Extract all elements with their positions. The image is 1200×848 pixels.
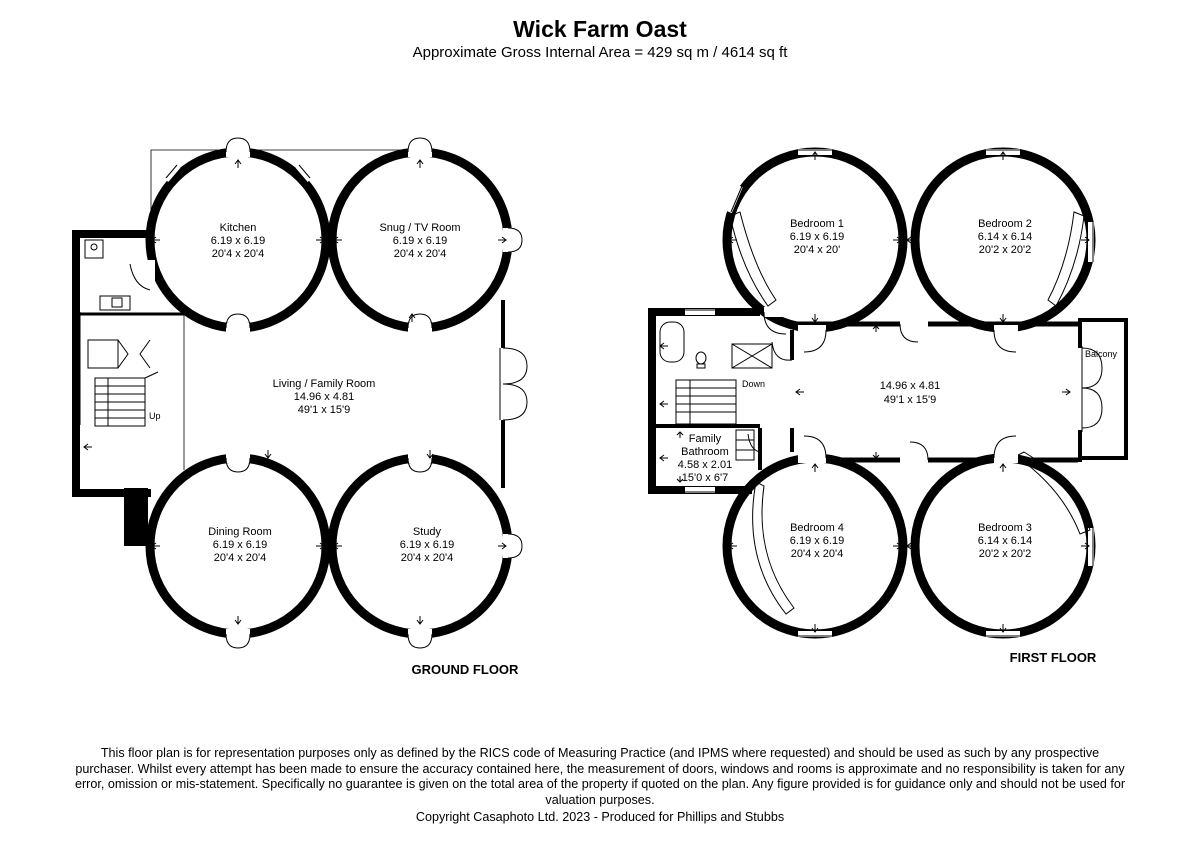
bedroom3-metric: 6.14 x 6.14	[978, 535, 1032, 547]
bedroom1-metric: 6.19 x 6.19	[790, 231, 844, 243]
bathroom-label-line2: Bathroom	[681, 446, 729, 458]
first-floor-label: FIRST FLOOR	[1010, 650, 1097, 665]
ground-floor-plan	[72, 137, 528, 649]
snug-label: Snug / TV Room	[379, 222, 460, 234]
kitchen-metric: 6.19 x 6.19	[211, 235, 265, 247]
bedroom4-label: Bedroom 4	[790, 522, 844, 534]
floor-plan-drawing: Kitchen 6.19 x 6.19 20'4 x 20'4 Snug / T…	[72, 137, 1128, 677]
living-metric: 14.96 x 4.81	[294, 391, 355, 403]
dining-metric: 6.19 x 6.19	[213, 539, 267, 551]
first-floor-labels: Bedroom 1 6.19 x 6.19 20'4 x 20' Bedroom…	[678, 218, 1118, 665]
bedroom2-metric: 6.14 x 6.14	[978, 231, 1032, 243]
landing-imperial: 49'1 x 15'9	[884, 394, 937, 406]
disclaimer-text: This floor plan is for representation pu…	[74, 746, 1126, 807]
dining-imperial: 20'4 x 20'4	[214, 552, 267, 564]
living-imperial: 49'1 x 15'9	[298, 404, 351, 416]
kitchen-imperial: 20'4 x 20'4	[212, 248, 265, 260]
bedroom2-imperial: 20'2 x 20'2	[979, 244, 1032, 256]
stair-up-label: Up	[149, 411, 161, 421]
kitchen-label: Kitchen	[220, 222, 257, 234]
landing-metric: 14.96 x 4.81	[880, 380, 941, 392]
study-label: Study	[413, 526, 442, 538]
study-imperial: 20'4 x 20'4	[401, 552, 454, 564]
first-floor-plan	[648, 147, 1128, 639]
ground-floor-label: GROUND FLOOR	[412, 662, 519, 677]
plan-subtitle: Approximate Gross Internal Area = 429 sq…	[412, 44, 788, 61]
bedroom3-label: Bedroom 3	[978, 522, 1032, 534]
snug-imperial: 20'4 x 20'4	[394, 248, 447, 260]
bedroom4-metric: 6.19 x 6.19	[790, 535, 844, 547]
dining-label: Dining Room	[208, 526, 272, 538]
bathroom-imperial: 15'0 x 6'7	[682, 472, 728, 484]
study-metric: 6.19 x 6.19	[400, 539, 454, 551]
bathroom-label-line1: Family	[689, 433, 722, 445]
stair-down-label: Down	[742, 379, 765, 389]
living-label: Living / Family Room	[273, 378, 376, 390]
ground-floor-labels: Kitchen 6.19 x 6.19 20'4 x 20'4 Snug / T…	[149, 222, 519, 677]
bathroom-metric: 4.58 x 2.01	[678, 459, 732, 471]
balcony-label: Balcony	[1085, 349, 1118, 359]
bedroom4-imperial: 20'4 x 20'4	[791, 548, 844, 560]
copyright-text: Copyright Casaphoto Ltd. 2023 - Produced…	[415, 810, 785, 824]
snug-metric: 6.19 x 6.19	[393, 235, 447, 247]
bedroom3-imperial: 20'2 x 20'2	[979, 548, 1032, 560]
bedroom1-label: Bedroom 1	[790, 218, 844, 230]
plan-title: Wick Farm Oast	[513, 16, 687, 42]
bedroom2-label: Bedroom 2	[978, 218, 1032, 230]
bedroom1-imperial: 20'4 x 20'	[794, 244, 840, 256]
